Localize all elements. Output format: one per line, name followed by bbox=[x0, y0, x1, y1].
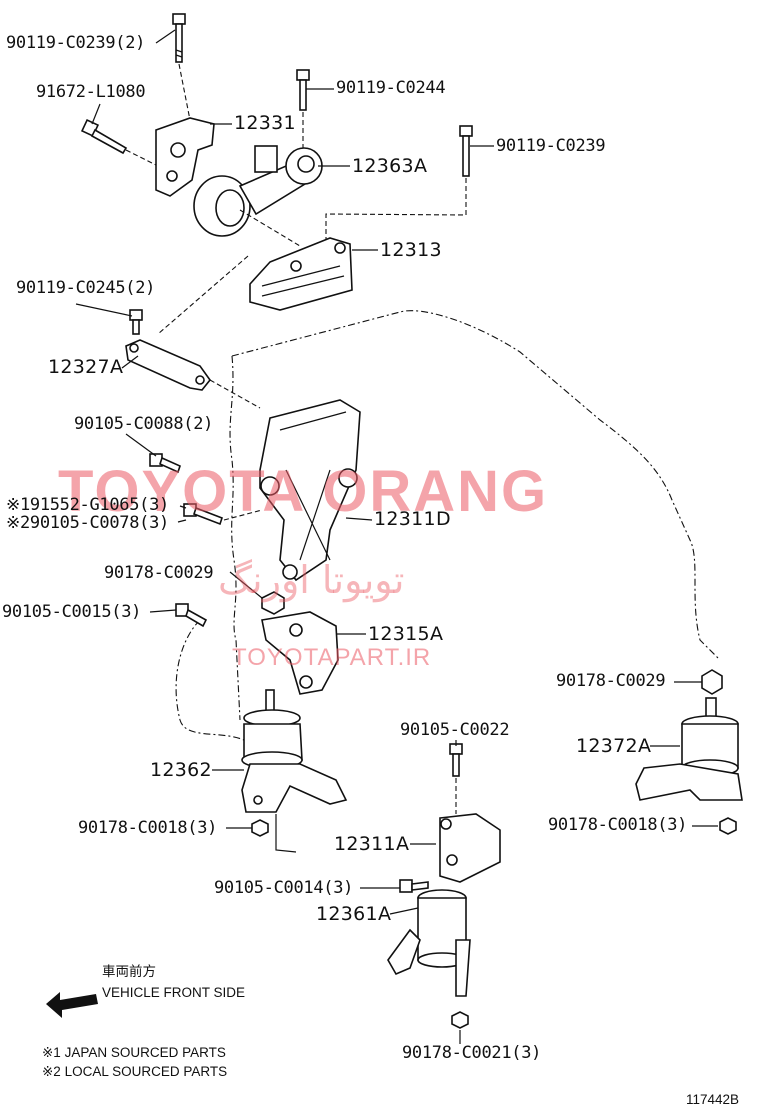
plate-12327A bbox=[125, 339, 212, 391]
hole bbox=[299, 675, 313, 689]
label-12362: 12362 bbox=[150, 759, 212, 781]
label-90105-C0014-3: 90105-C0014(3) bbox=[214, 878, 354, 898]
bolt-90119-C0239-2 bbox=[172, 13, 186, 63]
label-12363A: 12363A bbox=[352, 155, 428, 177]
engine-outline bbox=[229, 310, 721, 721]
bracket-12313 bbox=[249, 237, 353, 311]
label-90119-C0244: 90119-C0244 bbox=[336, 78, 446, 98]
label-90178-C0021-3: 90178-C0021(3) bbox=[402, 1043, 542, 1063]
bolt-90105-C0014-3 bbox=[399, 879, 429, 893]
label-12361A: 12361A bbox=[316, 903, 392, 925]
bolt-91552-G1065 bbox=[183, 503, 224, 526]
label-91672-L1080: 91672-L1080 bbox=[36, 82, 146, 102]
hole bbox=[440, 818, 452, 830]
leader-dash bbox=[125, 149, 157, 166]
rib bbox=[261, 265, 345, 297]
watermark-persian: تویوتا اورنگ bbox=[218, 558, 405, 602]
leader-dash bbox=[325, 178, 467, 240]
front-side-jp: 車両前方 bbox=[102, 964, 156, 979]
label-91552-G1065-3: ※191552-G1065(3) bbox=[6, 495, 169, 515]
bolt-90119-C0244 bbox=[296, 69, 310, 111]
bolt-91672-L1080 bbox=[80, 118, 128, 155]
front-arrow-icon bbox=[46, 992, 98, 1018]
note-local-sourced: ※2 LOCAL SOURCED PARTS bbox=[42, 1064, 228, 1079]
label-12313: 12313 bbox=[380, 239, 442, 261]
nut-90178-C0018 bbox=[251, 819, 269, 837]
label-12372A: 12372A bbox=[576, 735, 652, 757]
label-12331: 12331 bbox=[234, 112, 296, 134]
leader-dash bbox=[209, 379, 261, 409]
hole bbox=[170, 142, 186, 158]
label-90178-C0018-3-right: 90178-C0018(3) bbox=[548, 815, 688, 835]
mount-12372A bbox=[635, 697, 743, 801]
bracket-12311A bbox=[439, 813, 501, 883]
bolt-90119-C0239 bbox=[459, 125, 473, 177]
bracket-12311D bbox=[259, 399, 361, 582]
watermark-site: TOYOTAPART.IR bbox=[232, 644, 432, 671]
watermark-brand: TOYOTA ORANG bbox=[58, 459, 549, 524]
mount-12361A bbox=[387, 889, 471, 997]
hole bbox=[129, 343, 139, 353]
hole bbox=[290, 260, 302, 272]
label-12327A: 12327A bbox=[48, 356, 124, 378]
bolt-90105-C0022 bbox=[449, 743, 463, 777]
label-90178-C0029: 90178-C0029 bbox=[104, 563, 214, 583]
nut-90178-C0021 bbox=[451, 1011, 469, 1029]
leader-dash bbox=[239, 209, 301, 247]
mount-12362 bbox=[241, 689, 348, 813]
torque-rod-12363A bbox=[193, 145, 323, 237]
nut-90178-C0029-right bbox=[701, 669, 723, 695]
label-90119-C0245-2: 90119-C0245(2) bbox=[16, 278, 156, 298]
leader-line bbox=[275, 814, 297, 853]
nut-90178-C0029 bbox=[261, 591, 285, 615]
leader-dash bbox=[178, 63, 191, 121]
front-side-en: VEHICLE FRONT SIDE bbox=[102, 985, 246, 1000]
label-90178-C0029-right: 90178-C0029 bbox=[556, 671, 666, 691]
label-90119-C0239: 90119-C0239 bbox=[496, 136, 606, 156]
label-90105-C0088-2: 90105-C0088(2) bbox=[74, 414, 214, 434]
bolt-90105-C0088-2 bbox=[149, 453, 181, 474]
hole bbox=[446, 854, 458, 866]
leader-dash bbox=[157, 255, 249, 335]
hole bbox=[166, 170, 178, 182]
hole bbox=[195, 375, 205, 385]
label-90105-C0078-3: ※290105-C0078(3) bbox=[6, 513, 169, 533]
label-12311A: 12311A bbox=[334, 833, 410, 855]
label-90119-C0239-2: 90119-C0239(2) bbox=[6, 33, 146, 53]
hole bbox=[289, 623, 303, 637]
label-12311D: 12311D bbox=[374, 508, 451, 530]
leader-dash bbox=[223, 509, 263, 521]
nut-90178-C0018-right bbox=[719, 817, 737, 835]
bracket-12315A bbox=[261, 611, 339, 695]
note-japan-sourced: ※1 JAPAN SOURCED PARTS bbox=[42, 1045, 226, 1060]
leader-lines bbox=[75, 29, 718, 1044]
label-90105-C0022: 90105-C0022 bbox=[400, 720, 510, 740]
label-90105-C0015-3: 90105-C0015(3) bbox=[2, 602, 142, 622]
bolt-90105-C0015-3 bbox=[175, 603, 208, 628]
hole bbox=[334, 242, 346, 254]
label-12315A: 12315A bbox=[368, 623, 444, 645]
engine-lower-outline bbox=[175, 619, 245, 741]
figure-id: 117442B bbox=[686, 1092, 740, 1107]
label-90178-C0018-3: 90178-C0018(3) bbox=[78, 818, 218, 838]
bolt-90119-C0245-2 bbox=[129, 309, 143, 335]
